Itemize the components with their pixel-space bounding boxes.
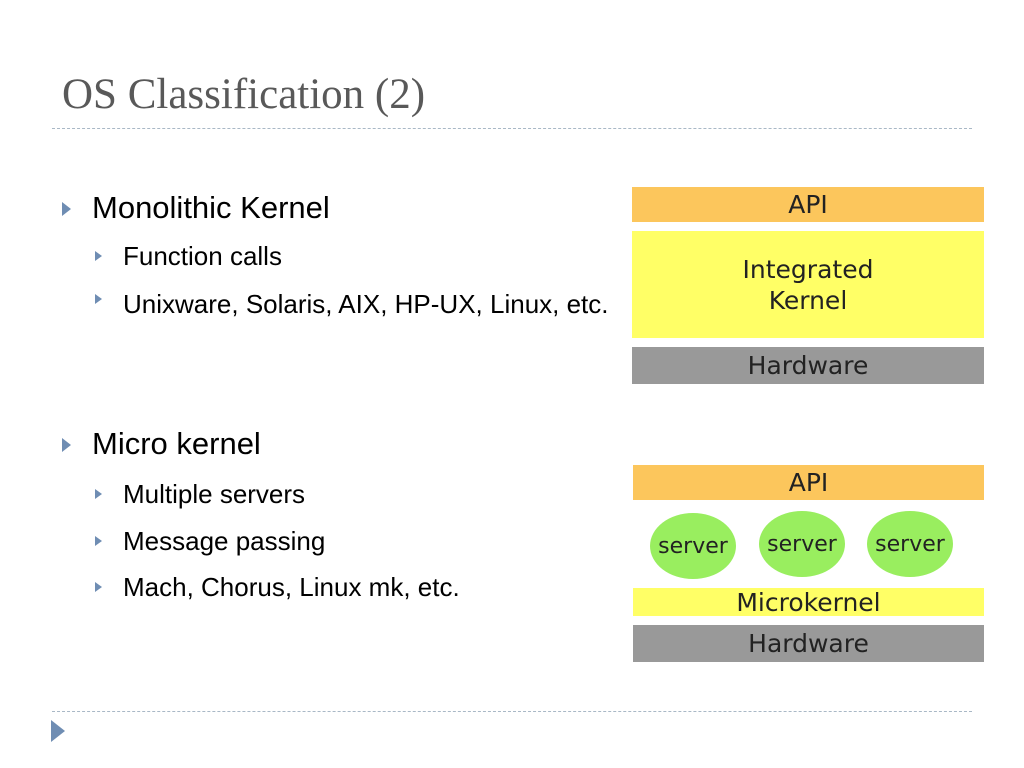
triangle-right-icon <box>95 294 102 304</box>
api-layer: API <box>633 465 984 500</box>
slide-title: OS Classification (2) <box>62 71 426 118</box>
sub-bullet-text: Unixware, Solaris, AIX, HP-UX, Linux, et… <box>123 289 609 319</box>
microkernel-layer: Microkernel <box>633 588 984 617</box>
sub-bullet-text: Multiple servers <box>123 479 306 509</box>
sub-bullet-text: Function calls <box>123 241 282 271</box>
sub-bullet-text: Message passing <box>123 526 326 556</box>
hardware-layer: Hardware <box>633 625 984 662</box>
triangle-right-icon <box>62 438 71 452</box>
server-node: server <box>759 511 845 577</box>
triangle-right-icon <box>95 582 102 592</box>
server-node: server <box>867 511 953 577</box>
triangle-right-icon <box>95 251 102 261</box>
hardware-layer: Hardware <box>632 347 984 384</box>
bullet-heading: Micro kernel <box>92 426 261 461</box>
server-node: server <box>650 513 736 579</box>
triangle-right-icon <box>95 489 102 499</box>
triangle-right-icon <box>62 202 71 216</box>
integrated-kernel-layer: Integrated Kernel <box>632 231 984 338</box>
sub-bullet-text: Mach, Chorus, Linux mk, etc. <box>123 572 460 602</box>
next-slide-arrow-icon[interactable] <box>51 720 65 742</box>
kernel-label-line1: Integrated <box>742 254 874 284</box>
api-layer: API <box>632 187 984 222</box>
footer-divider <box>52 711 972 712</box>
title-divider <box>52 128 972 129</box>
kernel-label-line2: Kernel <box>768 285 848 315</box>
triangle-right-icon <box>95 536 102 546</box>
bullet-heading: Monolithic Kernel <box>92 190 330 225</box>
